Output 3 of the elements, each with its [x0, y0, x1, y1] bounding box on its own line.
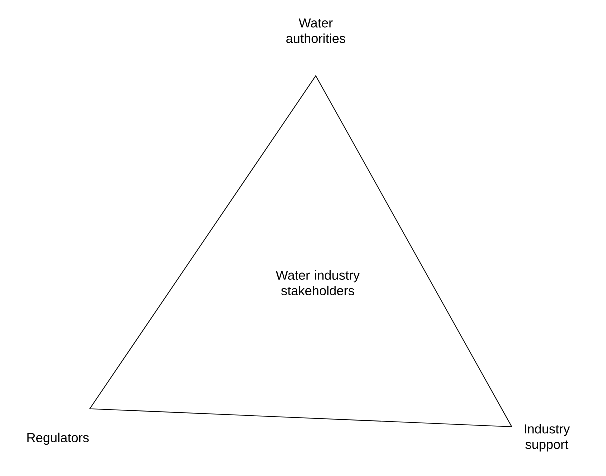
corner-label: Regulators: [28, 432, 89, 446]
corner-label: Water authorities: [286, 18, 346, 44]
corner-label: Industry support: [525, 424, 570, 452]
